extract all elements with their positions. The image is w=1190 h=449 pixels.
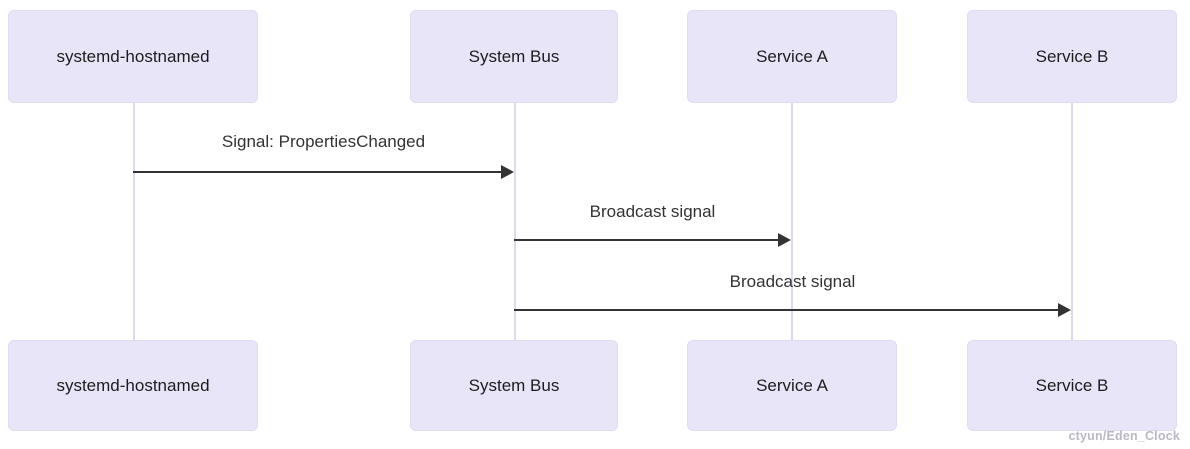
lifeline-service-b: [1071, 103, 1073, 341]
participant-label: Service B: [1035, 376, 1109, 395]
message-label-2: Broadcast signal: [589, 202, 716, 221]
lifeline-systemd-hostnamed: [133, 103, 135, 341]
participant-box-bottom-service-b[interactable]: Service B: [967, 340, 1177, 431]
participant-box-top-service-b[interactable]: Service B: [967, 10, 1177, 103]
participant-label: System Bus: [468, 47, 560, 66]
watermark: ctyun/Eden_Clock: [1068, 429, 1180, 443]
participant-box-top-service-a[interactable]: Service A: [687, 10, 897, 103]
participant-box-bottom-system-bus[interactable]: System Bus: [410, 340, 618, 431]
participant-label: Service A: [756, 47, 828, 66]
lifeline-system-bus: [514, 103, 516, 341]
message-label-1: Signal: PropertiesChanged: [221, 132, 426, 151]
participant-box-top-system-bus[interactable]: System Bus: [410, 10, 618, 103]
participant-label: systemd-hostnamed: [56, 376, 210, 395]
message-arrowhead-3: [1058, 303, 1071, 317]
message-line-2: [514, 239, 778, 241]
participant-label: Service B: [1035, 47, 1109, 66]
participant-label: Service A: [756, 376, 828, 395]
message-label-3: Broadcast signal: [729, 272, 856, 291]
message-arrowhead-2: [778, 233, 791, 247]
participant-label: System Bus: [468, 376, 560, 395]
participant-box-top-systemd-hostnamed[interactable]: systemd-hostnamed: [8, 10, 258, 103]
participant-box-bottom-service-a[interactable]: Service A: [687, 340, 897, 431]
message-line-1: [133, 171, 501, 173]
participant-label: systemd-hostnamed: [56, 47, 210, 66]
participant-box-bottom-systemd-hostnamed[interactable]: systemd-hostnamed: [8, 340, 258, 431]
message-line-3: [514, 309, 1058, 311]
lifeline-service-a: [791, 103, 793, 341]
message-arrowhead-1: [501, 165, 514, 179]
